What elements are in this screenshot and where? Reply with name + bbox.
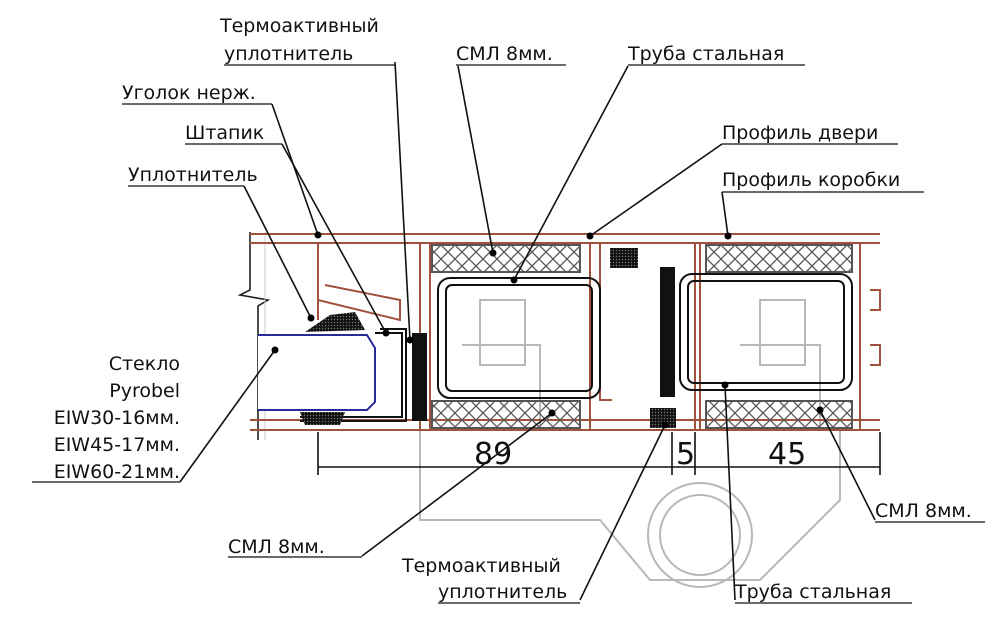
label-glass-line4: EIW45-17мм. xyxy=(54,434,180,456)
hinge-ghost xyxy=(419,299,841,588)
seals xyxy=(300,248,676,428)
label-thermo-seal-bottom-line2: уплотнитель xyxy=(438,581,567,603)
fire-resistant-boards xyxy=(431,244,853,429)
label-glass-line5: EIW60-21мм. xyxy=(54,461,180,483)
label-steel-pipe-bottom: Труба стальная xyxy=(734,581,891,603)
label-glass-line3: EIW30-16мм. xyxy=(54,407,180,429)
label-glass-line1: Стекло xyxy=(109,353,180,375)
dimension-line xyxy=(317,432,881,475)
label-glass-line2: Pyrobel xyxy=(109,380,180,402)
label-sml-top: СМЛ 8мм. xyxy=(456,43,553,65)
label-steel-pipe-top: Труба стальная xyxy=(627,43,784,65)
leader-lines xyxy=(179,61,876,601)
labels: Термоактивный уплотнитель СМЛ 8мм. Труба… xyxy=(32,15,985,604)
label-steel-corner: Уголок нерж. xyxy=(122,82,256,104)
label-seal: Уплотнитель xyxy=(128,164,258,186)
label-frame-profile: Профиль коробки xyxy=(722,169,900,191)
dimension-5: 5 xyxy=(676,437,695,472)
label-door-profile: Профиль двери xyxy=(722,122,878,144)
steel-pipes xyxy=(437,273,853,399)
label-thermo-seal-top-line1: Термоактивный xyxy=(219,15,379,37)
dimension-45: 45 xyxy=(768,437,806,472)
label-thermo-seal-bottom-line1: Термоактивный xyxy=(401,555,561,577)
label-glazing-bead: Штапик xyxy=(185,122,264,144)
label-sml-bottom: СМЛ 8мм. xyxy=(228,536,325,558)
glass-unit xyxy=(258,328,407,422)
label-thermo-seal-top-line2: уплотнитель xyxy=(224,43,353,65)
label-sml-right: СМЛ 8мм. xyxy=(875,500,972,522)
